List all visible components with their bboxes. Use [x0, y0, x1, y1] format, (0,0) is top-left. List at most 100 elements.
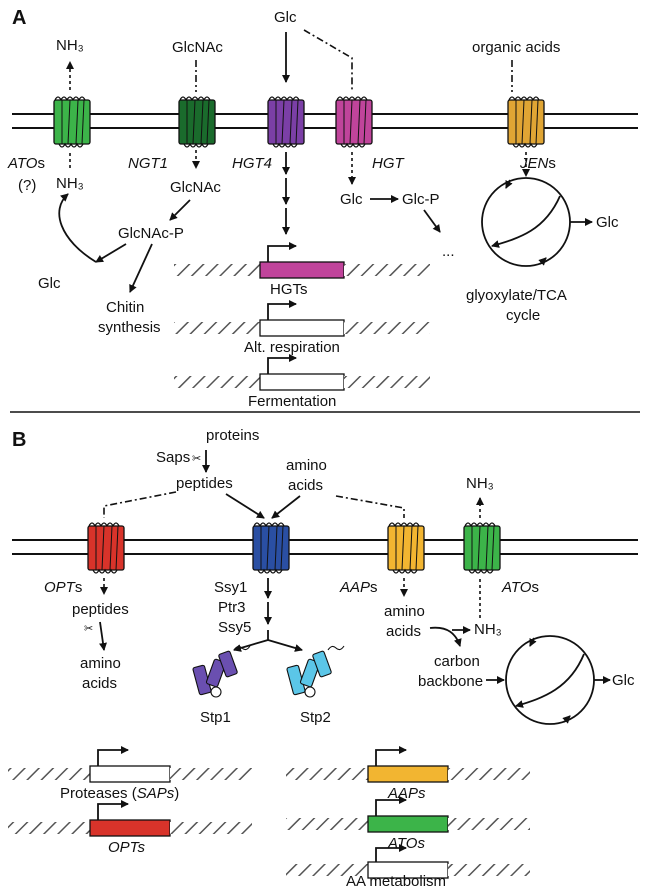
- glyoxylate-cycle-circle: [481, 177, 571, 267]
- glc-left-label: Glc: [38, 275, 61, 292]
- opts-promoter-arrow: [97, 800, 129, 820]
- hgt4-transporter-icon: [267, 96, 305, 148]
- glcnac-p-to-chitin-arrow: [129, 243, 153, 293]
- gene-opts: OPTs: [8, 800, 252, 856]
- alt-promoter-arrow: [267, 300, 297, 320]
- proteases-promoter-arrow: [97, 746, 129, 766]
- glcnac-phosphorylation-arrow: [169, 199, 191, 221]
- aap-transporter-icon: [387, 522, 425, 574]
- peptides-in-label: peptides: [72, 601, 129, 618]
- deamination-arrow: [429, 626, 462, 647]
- atos-gene-label: ATOs: [387, 835, 425, 852]
- ato-transporter-icon: [53, 96, 91, 148]
- opts-gene-box: [89, 819, 171, 837]
- proteases-label: Proteases (SAPs): [60, 785, 179, 802]
- cycle-bottom-arrow: [538, 257, 547, 266]
- dna-right: [170, 822, 252, 834]
- nh3-in-label: NH₃: [56, 175, 84, 192]
- hgt-label: HGT: [372, 155, 406, 172]
- stp1-label: Stp1: [200, 709, 231, 726]
- gene-proteases: Proteases (SAPs): [8, 746, 252, 802]
- nh3-top-label: NH₃: [56, 37, 84, 54]
- cycle-label: cycle: [506, 307, 540, 324]
- ssy1-label: Ssy1: [214, 579, 247, 596]
- ngt1-transporter-icon: [178, 96, 216, 148]
- ptr3-label: Ptr3: [218, 599, 246, 616]
- gene-hgts: HGTs: [174, 242, 430, 298]
- panel-b-label: B: [12, 429, 26, 451]
- cycle-b-circle: [505, 635, 595, 725]
- dna-right: [344, 376, 430, 388]
- fermentation-gene-box: [259, 373, 345, 391]
- gene-fermentation: Fermentation: [174, 354, 430, 410]
- nh3-b-in-label: NH₃: [474, 621, 502, 638]
- aaps-gene-label: AAPs: [387, 785, 426, 802]
- acids-b-in-label: acids: [386, 623, 421, 640]
- ngt1-label: NGT1: [128, 155, 168, 172]
- scissors-in-icon: ✂: [84, 623, 93, 635]
- glc-p-downstream-arrow: [423, 209, 441, 233]
- cycle-b-top-arrow: [529, 637, 537, 647]
- opts-gene-label: OPTs: [108, 839, 145, 856]
- panel-b: B proteins Saps ✂ peptides amino acids N…: [8, 427, 638, 888]
- ferm-promoter-arrow: [267, 354, 297, 374]
- ellipsis-label: ...: [442, 243, 455, 260]
- glc-p-label: Glc-P: [402, 191, 440, 208]
- peptides-ssy1-arrow: [225, 493, 265, 519]
- cycle-b-inner-arrow: [515, 653, 585, 708]
- aaps-label: AAPs: [339, 579, 378, 596]
- opts-label: OPTs: [44, 579, 82, 596]
- organic-acids-label: organic acids: [472, 39, 560, 56]
- hgt-transporter-icon: [335, 96, 373, 148]
- glc-in-label: Glc: [340, 191, 363, 208]
- dna-left: [286, 768, 368, 780]
- jens-label: JENs: [519, 155, 556, 172]
- opt-transporter-icon: [87, 522, 125, 574]
- atos-label: ATOs: [7, 155, 45, 172]
- glc-b-out-label: Glc: [612, 672, 635, 689]
- hgts-label: HGTs: [270, 281, 308, 298]
- acids-top-label: acids: [288, 477, 323, 494]
- alt-respiration-gene-box: [259, 319, 345, 337]
- dna-left: [286, 818, 368, 830]
- amino-in-label: amino: [80, 655, 121, 672]
- fermentation-label: Fermentation: [248, 393, 336, 410]
- dna-right: [448, 818, 530, 830]
- stp2-protein-icon: [286, 645, 345, 698]
- aa-metabolism-label: AA metabolism: [346, 873, 446, 888]
- glcnac-to-nh3-arrow: [58, 193, 97, 263]
- ssy1-sensor-icon: [252, 522, 290, 574]
- gene-aa-metabolism: AA metabolism: [286, 844, 530, 888]
- cycle-top-arrow: [505, 179, 513, 189]
- panel-a: A NH₃ GlcNAc Glc organic acids ATOs (?) …: [7, 7, 638, 410]
- dna-right: [448, 768, 530, 780]
- dna-left: [174, 322, 260, 334]
- atos-gene-box: [367, 815, 449, 833]
- glcnac-p-label: GlcNAc-P: [118, 225, 184, 242]
- dna-left: [174, 264, 260, 276]
- scissors-icon: ✂: [192, 453, 201, 465]
- glcnac-in-label: GlcNAc: [170, 179, 221, 196]
- amino-top-label: amino: [286, 457, 327, 474]
- hgts-promoter-arrow: [267, 242, 297, 262]
- jen-transporter-icon: [507, 96, 545, 148]
- stp1-protein-icon: [192, 645, 251, 698]
- atos-b-label: ATOs: [501, 579, 539, 596]
- glc-out-label: Glc: [596, 214, 619, 231]
- gene-aaps: AAPs: [286, 746, 530, 802]
- ato-b-transporter-icon: [463, 522, 501, 574]
- glc-top-label: Glc: [274, 9, 297, 26]
- gene-alt-respiration: Alt. respiration: [174, 300, 430, 356]
- dna-left: [286, 864, 368, 876]
- glyoxylate-label: glyoxylate/TCA: [466, 287, 567, 304]
- chitin-label: Chitin: [106, 299, 144, 316]
- dna-right: [448, 864, 530, 876]
- stp2-label: Stp2: [300, 709, 331, 726]
- glcnac-p-to-glc-arrow: [95, 243, 127, 263]
- nh3-b-top-label: NH₃: [466, 475, 494, 492]
- synthesis-label: synthesis: [98, 319, 161, 336]
- backbone-label: backbone: [418, 673, 483, 690]
- peptide-cleavage-arrow: [99, 621, 107, 651]
- cycle-inner-arrow: [491, 195, 561, 248]
